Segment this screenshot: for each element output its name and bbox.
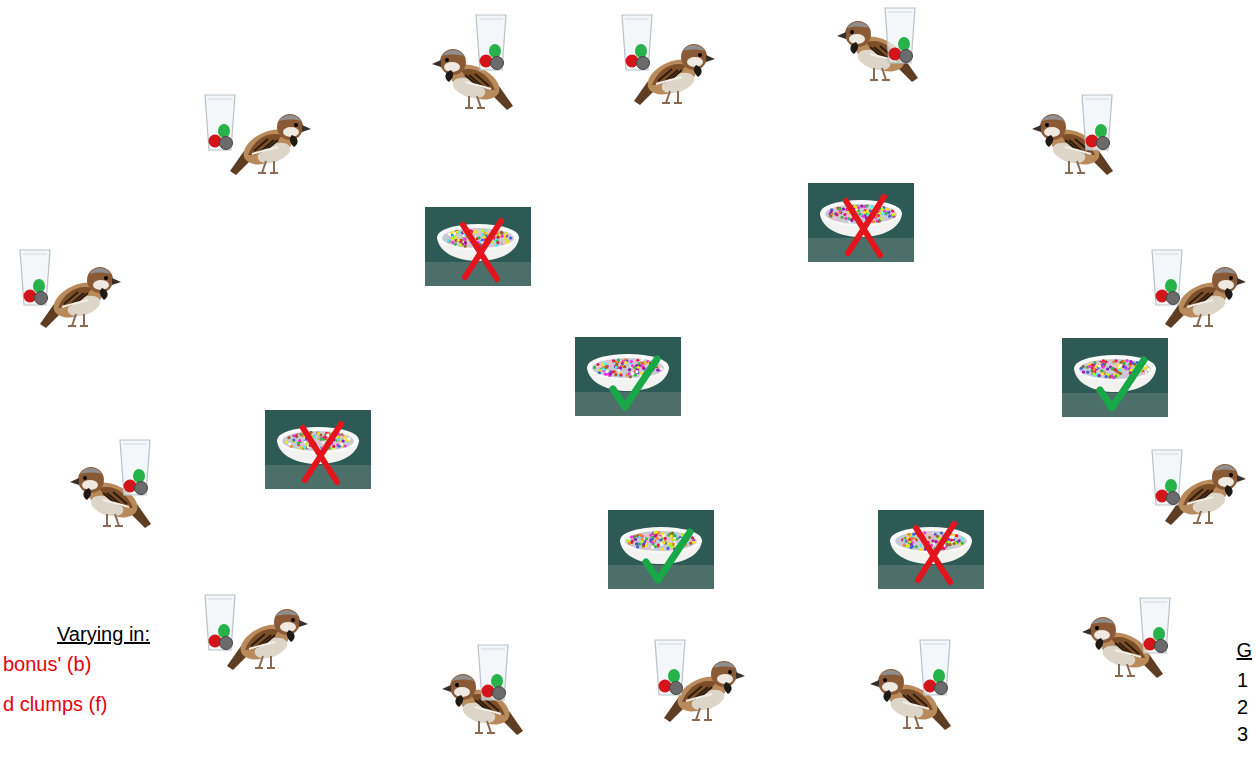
sparrow-figure — [432, 49, 513, 110]
check-mark — [646, 532, 690, 580]
cup-with-beads — [476, 15, 506, 70]
cup-with-beads — [205, 95, 235, 150]
cup-with-beads — [1140, 598, 1170, 653]
cup-with-beads — [205, 595, 235, 650]
bead-bowl — [1062, 338, 1168, 417]
variable-label: d clumps (f) — [3, 692, 107, 716]
cup-with-beads — [920, 640, 950, 695]
cup-with-beads — [655, 640, 685, 695]
cup-with-beads — [1082, 95, 1112, 150]
group-number: 1 — [1237, 668, 1248, 692]
bead-bowl — [608, 510, 714, 589]
bead-bowl — [878, 510, 984, 589]
cup-with-beads — [20, 250, 50, 305]
variable-label: bonus' (b) — [3, 652, 91, 676]
cup-with-beads — [1152, 450, 1182, 505]
group-number: 3 — [1237, 722, 1248, 746]
group-heading: G — [1236, 638, 1252, 662]
bead-bowl — [575, 337, 681, 416]
sparrow-figure — [230, 114, 311, 175]
sparrow-figure — [40, 267, 121, 328]
cup-with-beads — [885, 8, 915, 63]
cross-mark — [846, 197, 884, 255]
bead-bowl — [425, 207, 531, 286]
group-number: 2 — [1237, 695, 1248, 719]
cup-with-beads — [478, 645, 508, 700]
sparrow-figure — [664, 661, 745, 722]
check-mark — [613, 359, 657, 407]
bead-bowl — [808, 183, 914, 262]
sparrow-figure — [227, 609, 308, 670]
legend-heading: Varying in: — [57, 622, 150, 646]
sparrow-figure — [70, 467, 151, 528]
cup-with-beads — [622, 15, 652, 70]
sparrow-figure — [870, 669, 951, 730]
bead-bowl — [265, 410, 371, 489]
cross-mark — [303, 424, 341, 482]
check-mark — [1100, 360, 1144, 408]
cup-with-beads — [1152, 250, 1182, 305]
sparrow-figure — [634, 44, 715, 105]
cross-mark — [463, 221, 501, 279]
cross-mark — [916, 524, 954, 582]
cup-with-beads — [120, 440, 150, 495]
